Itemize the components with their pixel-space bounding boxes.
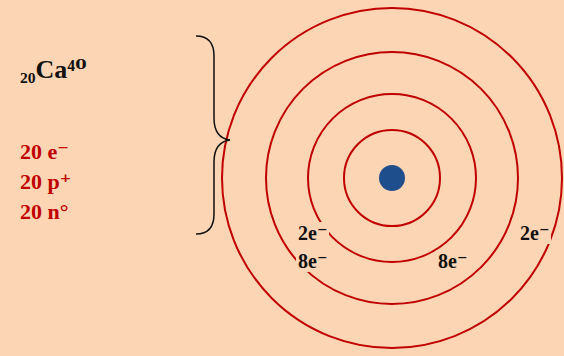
nucleus [379,165,405,191]
electron-shell [222,8,562,348]
electron-shell [266,52,518,304]
electron-count: 20 e⁻ [20,140,69,164]
shell-label: 2e⁻ [296,222,329,244]
proton-count: 20 p⁺ [20,170,71,194]
shell-label: 8e⁻ [296,250,329,272]
neutron-count: 20 n° [20,200,69,224]
brace [196,36,230,234]
electron-shell [308,94,476,262]
element-symbol: ₂₀Ca⁴⁰ [20,56,87,85]
shell-label: 2e⁻ [518,222,551,244]
shell-label: 8e⁻ [436,250,469,272]
electron-shell [344,130,440,226]
